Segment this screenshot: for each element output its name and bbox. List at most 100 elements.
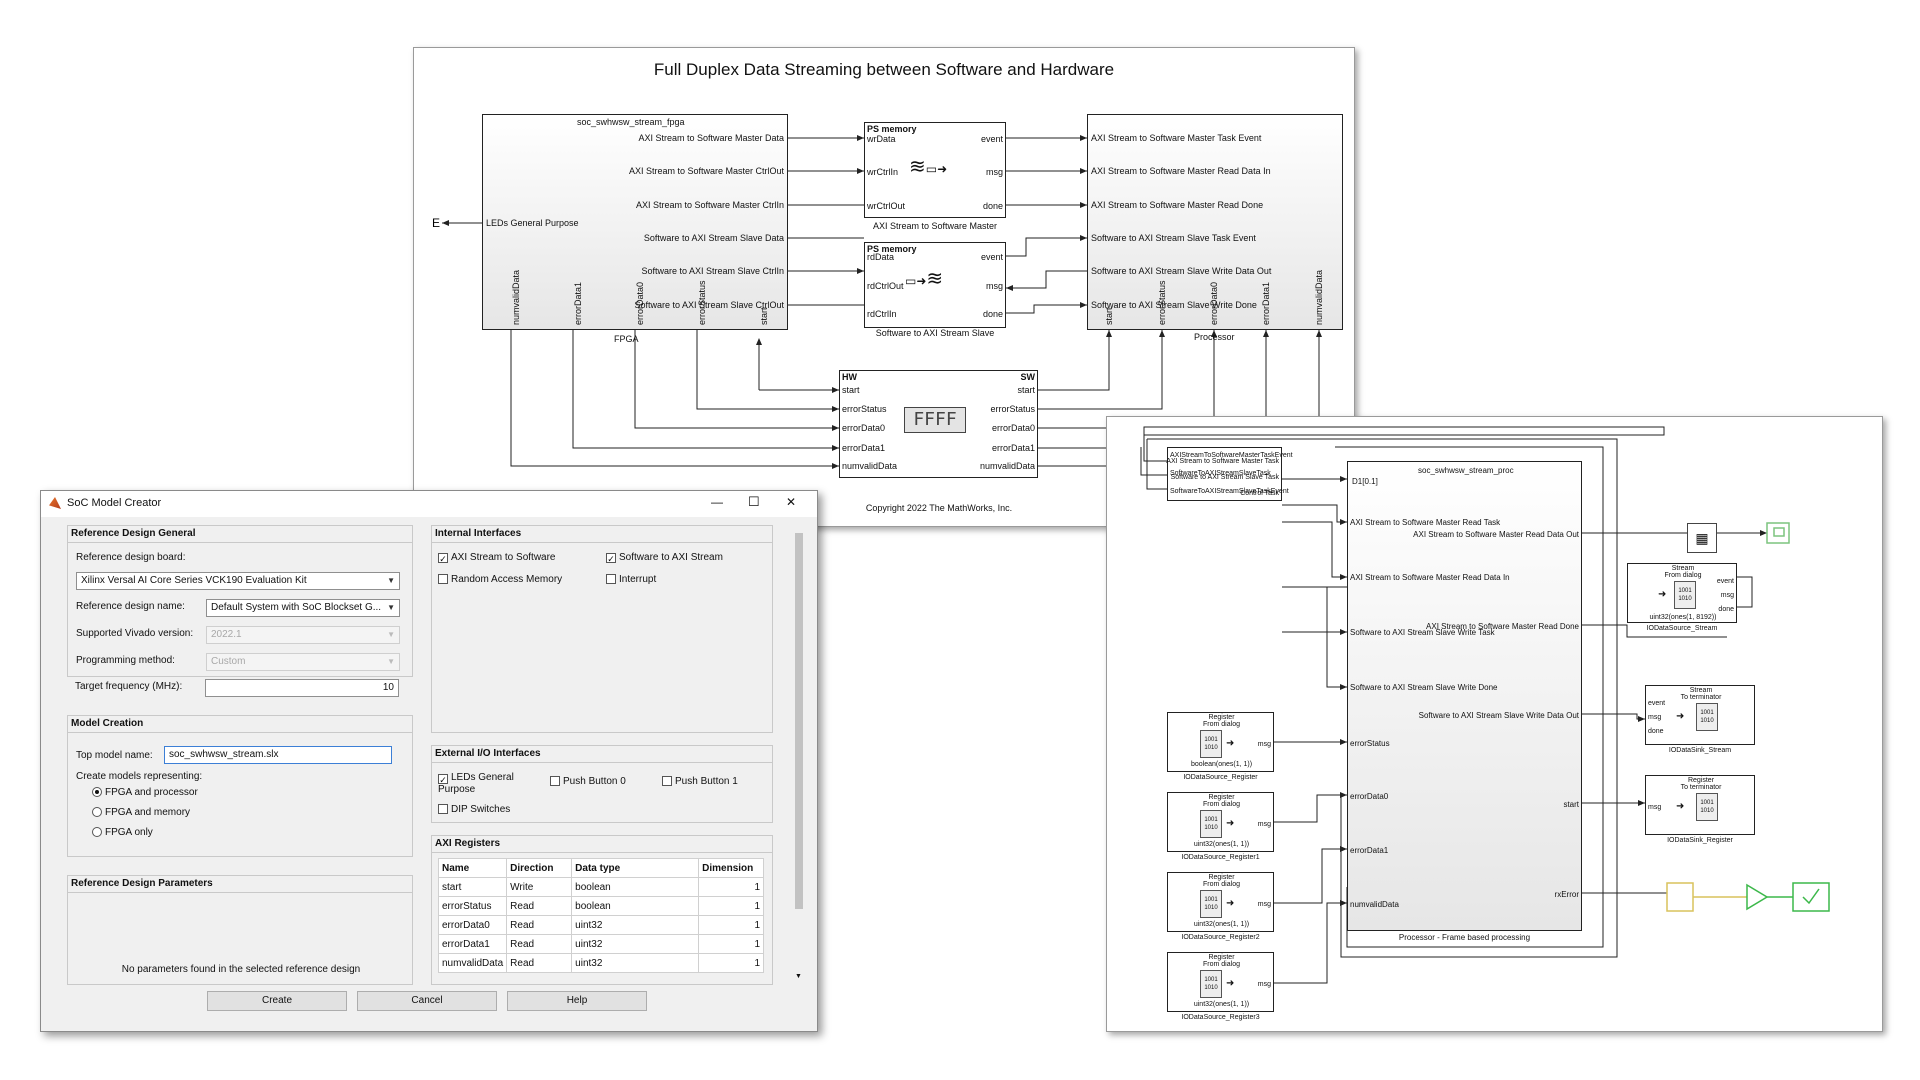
radio-fpga-only[interactable]: FPGA only (92, 827, 153, 839)
checkbox-interrupt[interactable]: Interrupt (606, 574, 656, 586)
frequency-input[interactable]: 10 (205, 679, 399, 697)
cell-datatype: uint32 (571, 953, 700, 973)
minimize-button[interactable]: — (711, 495, 723, 509)
cancel-button[interactable]: Cancel (357, 991, 497, 1011)
master-ps-memory[interactable]: PS memory wrData wrCtrlIn wrCtrlOut even… (864, 122, 1006, 218)
cell-direction: Read (506, 953, 573, 973)
src-caption: IODataSource_Register3 (1181, 1014, 1260, 1021)
proc-left-port-6: errorData1 (1350, 846, 1389, 855)
task-manager-block[interactable]: AXIStreamToSoftwareMasterTaskEvent Softw… (1166, 447, 1293, 501)
design-name-select[interactable]: Default System with SoC Blockset G...▼ (206, 599, 400, 617)
src-value: uint32(ones(1, 1)) (1193, 1001, 1250, 1008)
close-button[interactable]: ✕ (786, 495, 797, 509)
top-model-canvas[interactable]: Full Duplex Data Streaming between Softw… (413, 47, 1355, 527)
checkbox-software-to-axi[interactable]: ✓Software to AXI Stream (606, 552, 723, 564)
soc-model-creator-dialog: SoC Model Creator — ☐ ✕ Reference Design… (40, 490, 818, 1032)
stream-sink-title: Stream (1689, 687, 1713, 694)
proc-port-left-1: AXI Stream to Software Master Read Data … (1091, 166, 1271, 176)
src-value: boolean(ones(1, 1)) (1190, 761, 1253, 768)
radio-fpga-memory[interactable]: FPGA and memory (92, 807, 190, 819)
scroll-down-icon[interactable]: ▼ (795, 973, 802, 980)
cell-direction: Read (506, 915, 573, 935)
cell-datatype: boolean (571, 877, 700, 897)
master-mem-out-0: event (980, 134, 1003, 144)
scroll-thumb[interactable] (795, 533, 803, 909)
arrow-icon: ➜ (1676, 711, 1685, 722)
reg-sw-port-2: errorData0 (991, 423, 1035, 433)
fpga-port-right-3: Software to AXI Stream Slave Data (643, 233, 784, 243)
proc-right-port-3: start (1563, 800, 1579, 809)
master-mem-in-0: wrData (867, 134, 896, 144)
reg-hw-port-3: errorData1 (842, 443, 886, 453)
slave-mem-in-1: rdCtrlOut (867, 281, 904, 291)
reg-hw-port-4: numvalidData (842, 461, 898, 471)
dialog-title: SoC Model Creator (67, 497, 162, 509)
group-header: Internal Interfaces (435, 528, 522, 539)
checkbox-push-button-1[interactable]: Push Button 1 (662, 776, 738, 788)
processor-model-canvas[interactable]: AXIStreamToSoftwareMasterTaskEvent Softw… (1106, 416, 1883, 1032)
register-display: FFFF (904, 407, 966, 433)
radio-icon (92, 787, 102, 797)
arrow-icon: ➜ (1658, 589, 1667, 600)
column-header[interactable]: Name (437, 858, 508, 878)
master-mem-out-2: done (982, 201, 1003, 211)
dialog-scrollbar[interactable]: ▼ (793, 525, 805, 989)
column-header[interactable]: Data type (571, 858, 700, 878)
top-model-input[interactable]: soc_swhwsw_stream.slx (164, 746, 392, 764)
group-header: AXI Registers (435, 838, 501, 849)
io-sink-stream[interactable]: Stream To terminator event msg done ➜ 10… (1645, 685, 1755, 745)
column-header[interactable]: Direction (506, 858, 573, 878)
maximize-button[interactable]: ☐ (748, 494, 760, 509)
memory-icon: ▭➜≋ (905, 268, 944, 290)
slave-mem-title: PS memory (867, 244, 917, 254)
register-channel-block[interactable]: HW SW start errorStatus errorData0 error… (839, 370, 1038, 478)
table-row[interactable]: errorData0 Read uint32 1 (437, 915, 764, 935)
create-button[interactable]: Create (207, 991, 347, 1011)
radio-fpga-processor[interactable]: FPGA and processor (92, 787, 198, 799)
reg-hw-port-0: start (842, 385, 860, 395)
design-name-label: Reference design name: (76, 601, 185, 612)
reg-hw-port-1: errorStatus (842, 404, 887, 414)
slave-ps-memory[interactable]: PS memory rdData rdCtrlOut rdCtrlIn even… (864, 242, 1006, 328)
table-row[interactable]: errorData1 Read uint32 1 (437, 934, 764, 954)
src-caption: IODataSource_Register2 (1181, 934, 1260, 941)
stream-sink-port-2: done (1648, 728, 1664, 735)
master-mem-title: PS memory (867, 124, 917, 134)
table-row[interactable]: start Write boolean 1 (437, 877, 764, 897)
fpga-subsystem[interactable]: soc_swhwsw_stream_fpga LEDs General Purp… (482, 114, 788, 330)
processor-subsystem[interactable]: AXI Stream to Software Master Task Event… (1087, 114, 1343, 330)
src-caption: IODataSource_Register (1183, 774, 1258, 781)
proc-subsystem[interactable]: soc_swhwsw_stream_proc D1[0.1] AXI Strea… (1347, 461, 1582, 931)
scope-icon[interactable]: ▦ (1687, 523, 1717, 553)
column-header[interactable]: Dimension (698, 858, 764, 878)
help-button[interactable]: Help (507, 991, 647, 1011)
master-mem-in-2: wrCtrlOut (867, 201, 905, 211)
cell-name: errorData0 (437, 915, 508, 935)
src-title: Register (1208, 954, 1235, 961)
board-select[interactable]: Xilinx Versal AI Core Series VCK190 Eval… (76, 572, 400, 590)
checkbox-checked-icon: ✓ (438, 774, 448, 785)
proc-port-left-3: Software to AXI Stream Slave Task Event (1091, 233, 1256, 243)
fpga-port-right-5: Software to AXI Stream Slave CtrlOut (634, 300, 784, 310)
checkbox-dip-switches[interactable]: DIP Switches (438, 804, 510, 816)
dialog-titlebar[interactable]: SoC Model Creator — ☐ ✕ (41, 491, 817, 517)
table-row[interactable]: errorStatus Read boolean 1 (437, 896, 764, 916)
fpga-caption: FPGA (614, 334, 639, 344)
checkbox-axi-to-software[interactable]: ✓AXI Stream to Software (438, 552, 556, 564)
checkbox-push-button-0[interactable]: Push Button 0 (550, 776, 626, 788)
reference-design-general-group: Reference Design General Reference desig… (67, 525, 413, 677)
proc-port-left-0: AXI Stream to Software Master Task Event (1091, 133, 1262, 143)
src-port: msg (1257, 981, 1271, 988)
cell-name: errorStatus (437, 896, 508, 916)
axi-registers-table[interactable]: Name Direction Data type Dimension start… (437, 858, 764, 973)
table-row[interactable]: numvalidData Read uint32 1 (437, 953, 764, 973)
task-mgr-port-2: SoftwareToAXIStreamSlaveTaskEvent (1170, 488, 1289, 495)
checkbox-leds[interactable]: ✓LEDs General Purpose (438, 772, 514, 795)
checkbox-random-access-memory[interactable]: Random Access Memory (438, 574, 562, 586)
